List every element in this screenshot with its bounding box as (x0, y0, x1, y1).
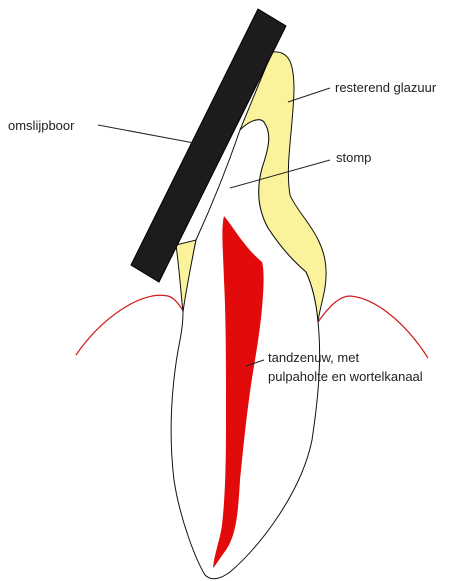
gum-line-right (318, 296, 428, 358)
leader-drill (98, 125, 194, 143)
label-nerve-line2: pulpaholte en wortelkanaal (268, 369, 423, 384)
label-nerve-line1: tandzenuw, met (268, 350, 359, 365)
label-stump: stomp (336, 150, 371, 165)
gum-line-left (76, 295, 184, 355)
label-drill: omslijpboor (8, 118, 75, 133)
label-remaining-enamel: resterend glazuur (335, 80, 437, 95)
